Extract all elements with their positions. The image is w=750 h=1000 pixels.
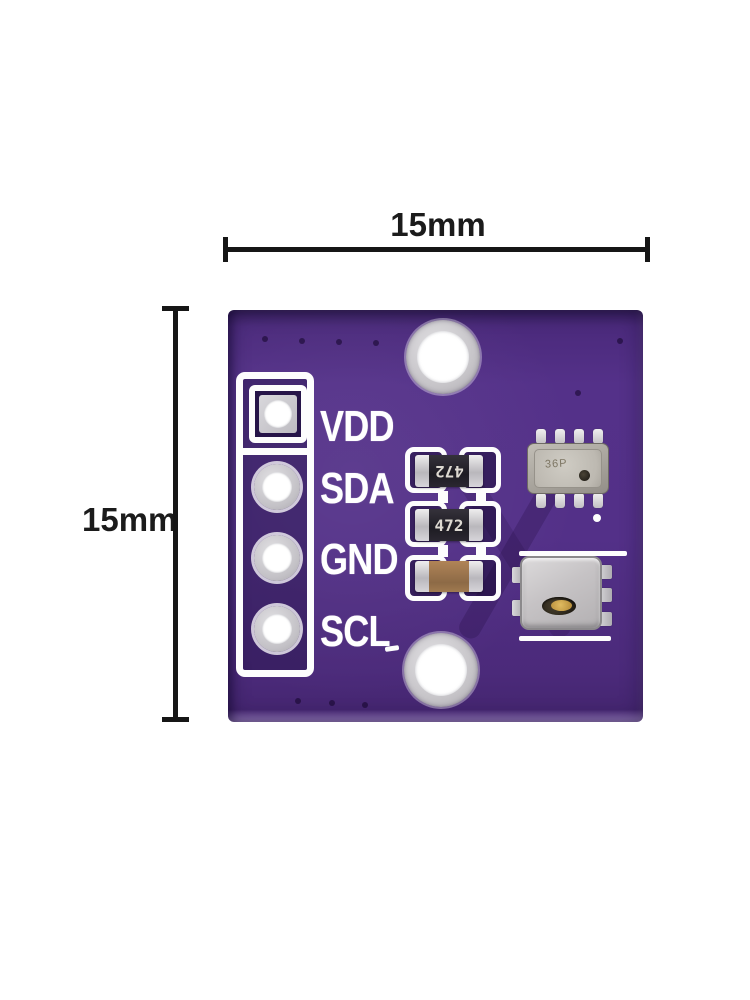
silk-connector <box>476 491 486 503</box>
resistor-marking: 472 <box>434 515 464 535</box>
mounting-hole-top-bore <box>417 331 469 383</box>
silk-connector <box>476 545 486 557</box>
mounting-hole-bottom-bore <box>415 644 467 696</box>
ic-pin <box>593 429 603 444</box>
pin-label-sda: SDA <box>320 464 395 513</box>
height-dimension-cap-top <box>162 306 189 311</box>
ic-pin <box>536 493 546 508</box>
height-dimension-cap-bottom <box>162 717 189 722</box>
ic-pin <box>555 429 565 444</box>
ic-pin <box>574 429 584 444</box>
sensor-pad <box>512 600 522 616</box>
via-dot <box>575 390 581 396</box>
metal-ic-lid: 36P <box>534 449 602 488</box>
sensor-vent-interior <box>551 600 572 611</box>
sensor-silk-line-top <box>519 551 627 556</box>
ic-pin <box>574 493 584 508</box>
width-dimension-label: 15mm <box>390 206 486 243</box>
resistor-body: 472 <box>429 509 469 541</box>
smd-resistor-top: 472 <box>415 455 483 487</box>
pin-header-divider <box>238 448 312 455</box>
sensor-silk-line-bottom <box>519 636 611 641</box>
ic-port-hole <box>579 470 590 481</box>
pin-label-vdd: VDD <box>320 402 395 451</box>
silk-dash <box>384 645 400 652</box>
sensor-pad <box>512 567 522 583</box>
smd-resistor-middle: 472 <box>415 509 483 541</box>
via-dot <box>329 700 335 706</box>
pcb-board: VDD SDA GND SCL 472 472 <box>228 310 643 722</box>
via-dot <box>295 698 301 704</box>
resistor-terminal <box>469 455 483 487</box>
ic-pin <box>593 493 603 508</box>
resistor-terminal <box>415 455 429 487</box>
via-dot <box>373 340 379 346</box>
pin-hole-vdd <box>264 400 292 428</box>
silk-connector <box>438 545 448 557</box>
height-dimension-line <box>173 308 178 720</box>
pin-hole-scl <box>262 614 292 644</box>
capacitor-terminal <box>415 561 429 592</box>
width-dimension-line <box>225 247 649 252</box>
mounting-hole-bottom <box>404 633 478 707</box>
via-dot <box>262 336 268 342</box>
height-dimension-label: 15mm <box>82 501 178 538</box>
capacitor-body <box>429 561 469 592</box>
sensor-vent-hole <box>542 597 576 615</box>
capacitor-terminal <box>469 561 483 592</box>
resistor-terminal <box>415 509 429 541</box>
resistor-marking: 472 <box>434 461 464 481</box>
via-dot <box>299 338 305 344</box>
pin-hole-gnd <box>262 543 292 573</box>
resistor-terminal <box>469 509 483 541</box>
mounting-hole-top <box>406 320 480 394</box>
pin-label-scl: SCL <box>320 607 391 656</box>
via-dot <box>362 702 368 708</box>
metal-ic: 36P <box>527 443 609 494</box>
via-dot <box>336 339 342 345</box>
pin-hole-sda <box>262 472 292 502</box>
ic-pin <box>555 493 565 508</box>
ic-pin <box>536 429 546 444</box>
width-dimension-cap-right <box>645 237 650 262</box>
silk-connector <box>438 491 448 503</box>
via-dot <box>617 338 623 344</box>
metal-sensor <box>520 556 602 630</box>
pin-label-gnd: GND <box>320 535 399 584</box>
resistor-body: 472 <box>429 455 469 487</box>
silk-dot <box>593 514 601 522</box>
width-dimension-cap-left <box>223 237 228 262</box>
ic-marking: 36P <box>544 457 568 471</box>
smd-capacitor <box>415 561 483 592</box>
